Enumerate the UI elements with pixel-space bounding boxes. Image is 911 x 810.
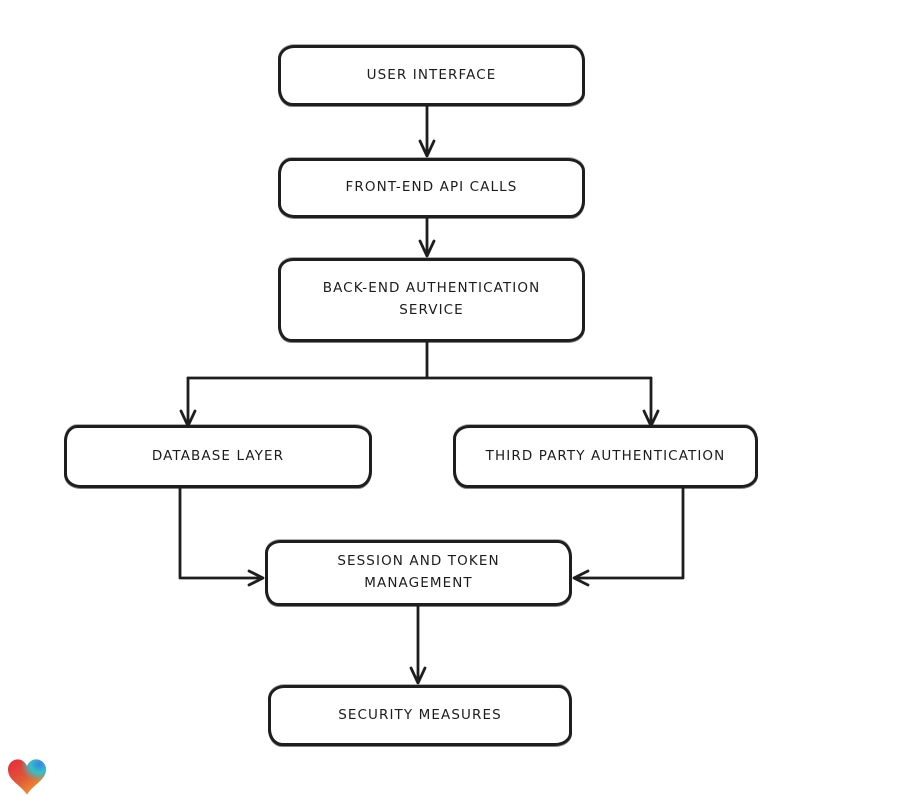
- edge-backend-branch: [186, 340, 653, 380]
- node-label: SECURITY MEASURES: [338, 706, 502, 723]
- node-database-layer: DATABASE LAYER: [64, 425, 372, 488]
- edge-database-to-session: [178, 486, 262, 580]
- node-security-measures: SECURITY MEASURES: [268, 685, 572, 746]
- edge-thirdparty-to-session: [575, 486, 685, 580]
- arrowhead-thirdparty-to-session: [572, 569, 590, 587]
- arrowhead-ui-to-api: [418, 139, 436, 158]
- node-session-and-token-management: SESSION AND TOKEN MANAGEMENT: [265, 540, 572, 606]
- node-label: THIRD PARTY AUTHENTICATION: [485, 447, 726, 464]
- arrowhead-api-to-backend: [418, 239, 436, 258]
- node-third-party-authentication: THIRD PARTY AUTHENTICATION: [453, 425, 758, 488]
- arrowhead-database-to-session: [247, 569, 265, 587]
- node-label: USER INTERFACE: [366, 66, 497, 83]
- node-front-end-api-calls: FRONT-END API CALLS: [278, 158, 585, 218]
- node-back-end-authentication-service: BACK-END AUTHENTICATION SERVICE: [278, 258, 585, 342]
- gradient-heart-logo-icon: [8, 759, 46, 795]
- node-label: FRONT-END API CALLS: [345, 179, 518, 196]
- arrowhead-session-to-security: [409, 666, 427, 685]
- node-user-interface: USER INTERFACE: [278, 45, 585, 106]
- node-label: SESSION AND TOKEN MANAGEMENT: [337, 553, 500, 591]
- node-label: DATABASE LAYER: [151, 447, 285, 464]
- node-label: BACK-END AUTHENTICATION SERVICE: [322, 280, 541, 318]
